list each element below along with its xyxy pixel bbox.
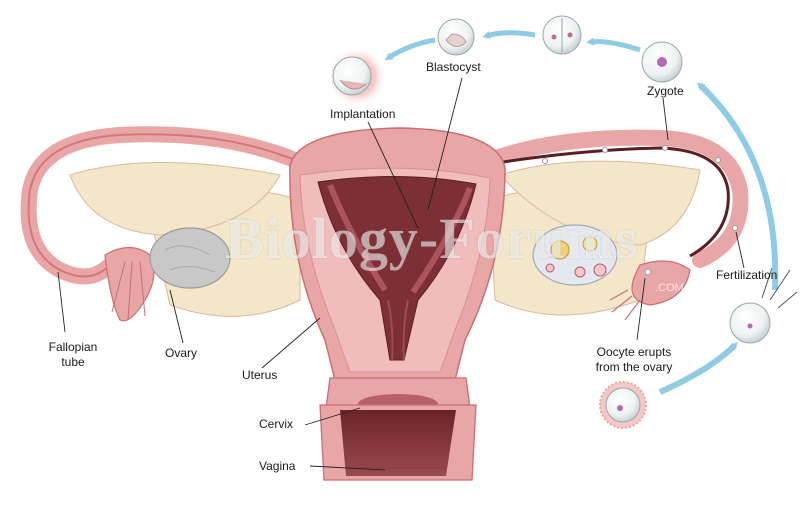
label-fertilization: Fertilization (716, 268, 778, 282)
label-oocyte: Oocyte erupts from the ovary (595, 345, 673, 374)
leader-lines (57, 77, 745, 471)
uterine-cavity (317, 175, 477, 361)
cycle-arrow-blastocyst-to-implant (384, 37, 436, 61)
cycle-arrow-zygote-to-cleavage (586, 37, 641, 53)
watermark-sub: .COM (655, 282, 684, 294)
ovulated-oocyte (605, 387, 641, 423)
cycle-arrow-oocyte-to-fert (658, 342, 738, 395)
watermark-logo: Biology-Forums (225, 206, 639, 271)
fertilized-egg (729, 302, 771, 344)
label-fallopian-tube: Fallopian tube (48, 340, 98, 369)
label-implantation: Implantation (330, 107, 396, 121)
label-uterus: Uterus (242, 368, 278, 382)
label-vagina: Vagina (259, 459, 296, 473)
cycle-arrow-fert-to-zygote (697, 82, 779, 291)
left-ovary (149, 227, 231, 289)
label-cervix: Cervix (259, 417, 294, 431)
label-blastocyst: Blastocyst (426, 60, 481, 74)
left-fimbriae (104, 246, 155, 322)
label-zygote: Zygote (647, 84, 684, 98)
label-ovary: Ovary (165, 346, 198, 360)
cycle-arrow-cleavage-to-blastocyst (482, 30, 536, 39)
